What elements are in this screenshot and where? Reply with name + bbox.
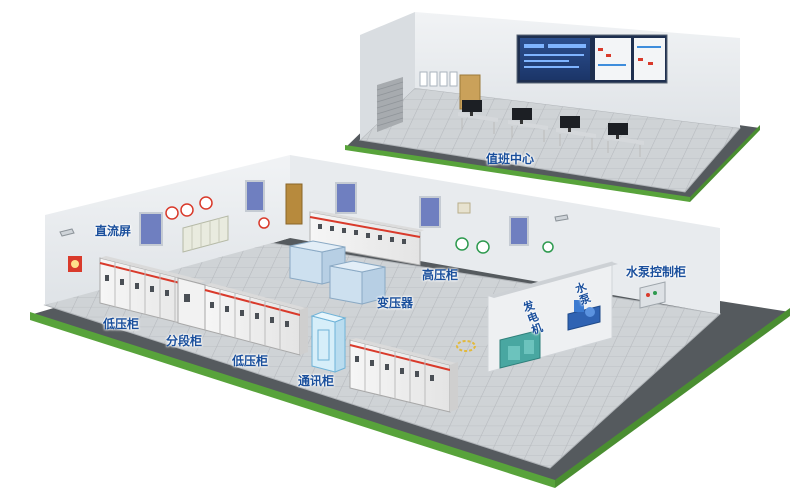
- water-pump: [567, 300, 601, 331]
- wall-windows: [139, 180, 529, 246]
- control-room-label: 值班中心: [486, 152, 535, 166]
- control-room-left-wall: [360, 12, 415, 140]
- main-room: [30, 155, 790, 488]
- communication-cabinet-label: 通讯柜: [298, 374, 335, 388]
- generator: [499, 329, 541, 369]
- low-voltage-cabinets-row-3: [349, 338, 476, 413]
- operator-desks: [458, 100, 644, 157]
- water-pump-control-cabinet-label: 水泵控制柜: [626, 265, 687, 279]
- dc-panel-label: 直流屏: [95, 224, 132, 238]
- high-voltage-cabinets: [309, 210, 424, 266]
- wall-sensors: [59, 196, 569, 272]
- high-voltage-cabinet-label: 高压柜: [422, 268, 459, 282]
- video-wall: [516, 34, 668, 84]
- low-voltage-cabinets-row-1: [99, 256, 206, 331]
- control-room: [345, 12, 760, 202]
- low-voltage-cabinet-label-2: 低压柜: [232, 354, 269, 368]
- main-room-door: [285, 183, 303, 225]
- transformers: [289, 240, 386, 305]
- low-voltage-cabinets-row-2: [204, 283, 308, 356]
- transformer-label: 变压器: [377, 296, 414, 310]
- water-pump-control-cabinet: [639, 281, 666, 309]
- low-voltage-cabinet-label-1: 低压柜: [103, 317, 140, 331]
- sectional-cabinet-label: 分段柜: [166, 334, 203, 348]
- communication-cabinet: [310, 311, 347, 373]
- dc-panel-cabinets: [182, 215, 229, 253]
